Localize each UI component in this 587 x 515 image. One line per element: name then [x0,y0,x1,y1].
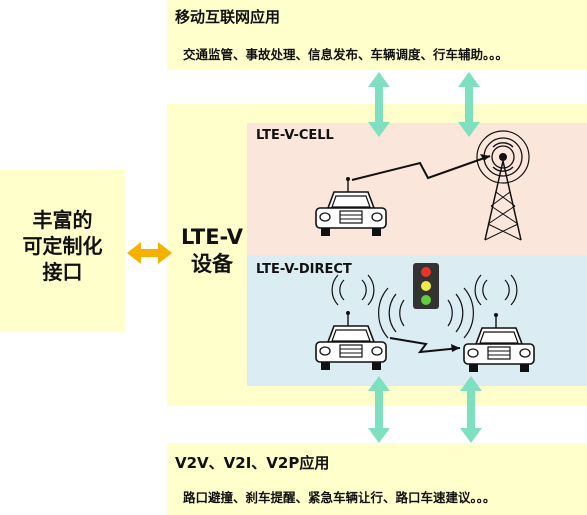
car-icon [463,312,535,373]
wireless-signal-icon [474,274,518,306]
double-arrow-icon [460,376,482,443]
traffic-light-icon [413,263,439,309]
interface-label-line-2: 可定制化 [22,234,103,258]
wireless-signal-icon [331,274,375,306]
top-title: 移动互联网应用 [175,8,281,26]
top-description: 交通监管、事故处理、信息发布、车辆调度、行车辅助。。。 [183,47,509,62]
bottom-description: 路口避撞、刹车提醒、紧急车辆让行、路口车速建议。。。 [183,490,496,505]
device-label-line-2: 设备 [191,252,233,276]
lightning-link-icon [351,154,491,181]
car-icon [315,176,387,237]
top-application-box [167,0,587,70]
interface-box [0,170,125,332]
interface-label-line-1: 丰富的 [32,208,93,232]
double-arrow-icon [127,242,172,264]
cell-tower-icon [476,130,530,241]
cell-mode-label: LTE-V-CELL [256,128,334,143]
device-label: LTE-V 设备 [176,224,248,278]
interface-label-line-3: 接口 [42,260,83,284]
double-arrow-icon [368,376,390,443]
device-label-line-1: LTE-V [180,225,243,249]
direct-mode-label: LTE-V-DIRECT [256,262,352,277]
lightning-link-icon [389,337,461,354]
double-arrow-icon [368,72,390,137]
double-arrow-icon [458,72,480,137]
bottom-title: V2V、V2I、V2P应用 [175,454,330,472]
interface-label: 丰富的 可定制化 接口 [0,207,125,285]
wireless-signal-icon [378,287,474,339]
lte-v-cell-panel [247,123,587,255]
bottom-application-box [167,443,587,515]
car-icon [315,310,387,371]
